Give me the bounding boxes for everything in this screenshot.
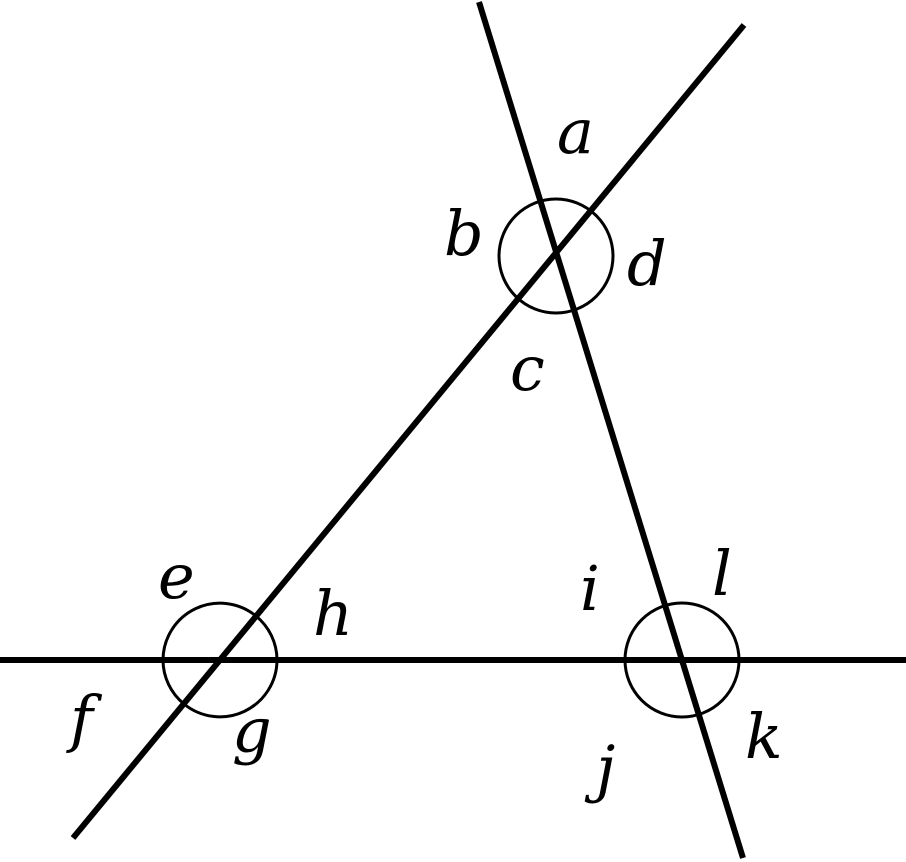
angle-label-k: k <box>745 700 783 773</box>
angle-label-b: b <box>444 197 484 270</box>
angle-label-e: e <box>158 540 195 613</box>
angle-label-g: g <box>232 694 272 767</box>
angle-arc-h <box>255 614 279 661</box>
transversal-line-left <box>70 23 747 840</box>
transversal-line-right <box>476 1 746 859</box>
angle-label-d: d <box>627 227 667 300</box>
angle-label-j: j <box>584 732 615 805</box>
angle-arc-f <box>161 659 185 706</box>
angle-label-c: c <box>510 332 545 405</box>
angle-label-i: i <box>580 552 600 625</box>
angle-label-f: f <box>66 682 103 755</box>
angle-label-l: l <box>712 537 732 610</box>
angle-arc-g <box>183 659 279 719</box>
angle-arc-bottom-right <box>623 601 741 719</box>
angle-arc-e <box>161 601 257 661</box>
angle-arc-top <box>497 197 615 315</box>
bottom-right-intersection-arcs <box>623 601 741 719</box>
top-intersection-arcs <box>497 197 615 315</box>
angle-label-h: h <box>313 577 353 650</box>
bottom-left-intersection-arcs <box>161 601 279 719</box>
angle-label-a: a <box>557 95 594 168</box>
